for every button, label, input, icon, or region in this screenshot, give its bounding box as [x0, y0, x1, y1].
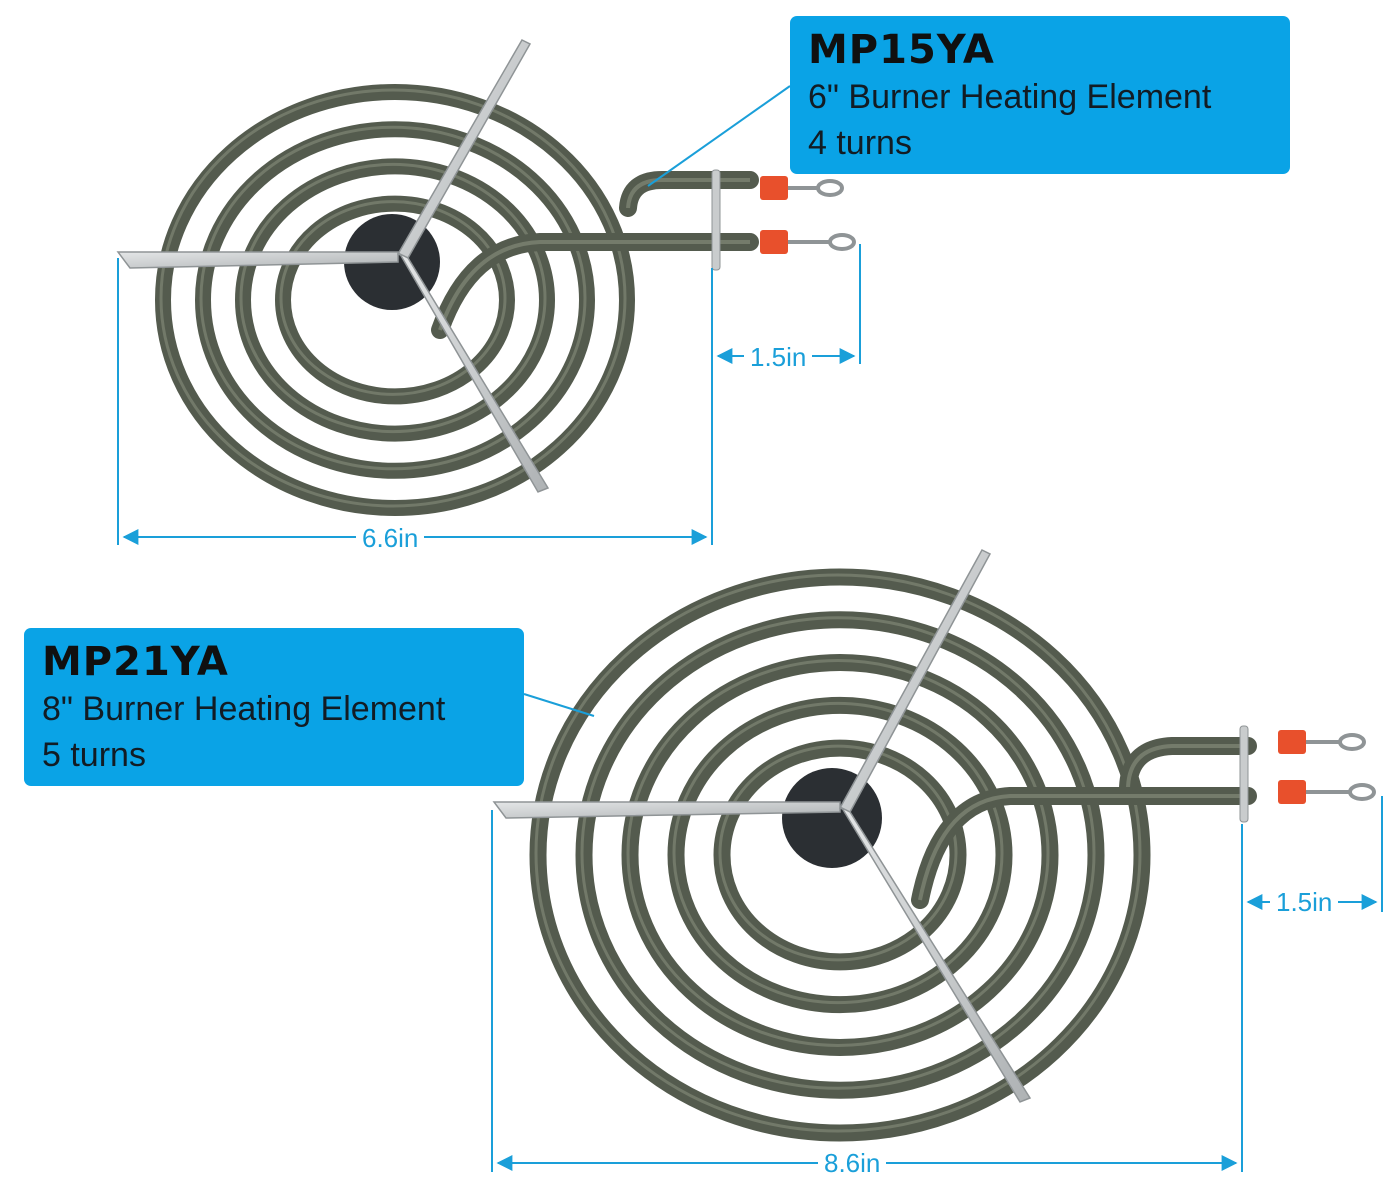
callout-mp15ya: MP15YA 6" Burner Heating Element 4 turns	[790, 16, 1290, 174]
coil-ring	[235, 158, 555, 442]
dimension-lead-label-top: 1.5in	[744, 342, 813, 372]
coil-ring-highlight	[580, 616, 1096, 1090]
coil-bottom	[529, 568, 1151, 1142]
coil-ring-highlight	[626, 659, 1050, 1047]
coil-ring	[195, 121, 595, 479]
callout-mp21ya: MP21YA 8" Burner Heating Element 5 turns	[24, 628, 524, 786]
burner-mp15ya	[116, 39, 861, 545]
turns-count: 5 turns	[42, 736, 146, 774]
coil-top	[155, 84, 635, 516]
product-description: 8" Burner Heating Element	[42, 690, 446, 728]
leader-line-bottom	[523, 693, 595, 717]
coil-ring-highlight	[239, 162, 547, 434]
coil-ring	[275, 195, 515, 405]
coil-ring-highlight	[672, 701, 1004, 1005]
coil-ring-highlight	[718, 744, 958, 962]
coil-ring	[667, 696, 1013, 1014]
dimension-width-bottom	[491, 810, 1243, 1172]
model-name: MP15YA	[808, 27, 995, 73]
terminal-leads-bottom	[911, 725, 1376, 909]
coil-ring	[529, 568, 1151, 1142]
dimension-width-label-bottom: 8.6in	[818, 1148, 887, 1178]
brackets-bottom	[492, 549, 1032, 1103]
coil-ring	[621, 654, 1059, 1056]
dimension-width-label-top: 6.6in	[356, 523, 425, 553]
brackets-top	[116, 39, 550, 493]
dimension-lead-label-bottom: 1.5in	[1270, 887, 1339, 917]
terminal-leads-top	[431, 169, 856, 339]
product-description: 6" Burner Heating Element	[808, 78, 1212, 116]
coil-ring	[575, 611, 1105, 1099]
coil-ring	[155, 84, 635, 516]
coil-ring-highlight	[279, 200, 507, 396]
turns-count: 4 turns	[808, 124, 912, 162]
burner-mp21ya	[491, 549, 1383, 1172]
coil-ring-highlight	[199, 125, 587, 471]
hub-bottom	[782, 768, 882, 868]
coil-ring-highlight	[159, 88, 627, 508]
coil-ring-highlight	[534, 573, 1142, 1133]
leader-line-top	[647, 85, 791, 187]
coil-ring	[713, 739, 967, 971]
model-name: MP21YA	[42, 639, 229, 685]
